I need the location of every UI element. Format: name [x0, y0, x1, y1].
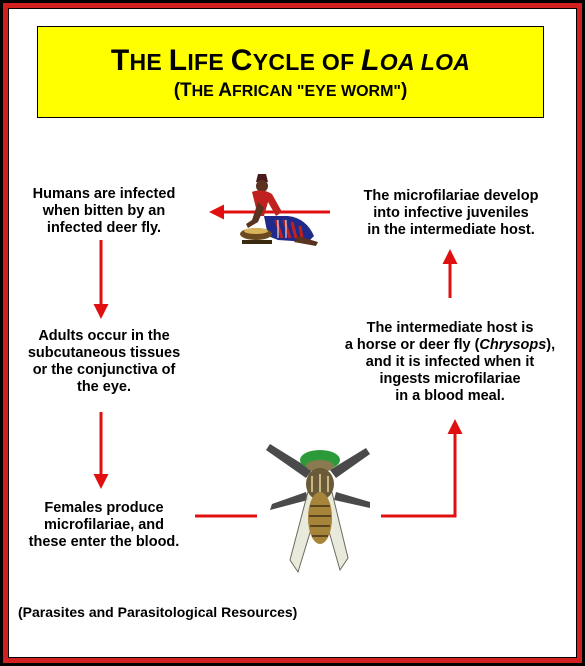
step-microfilariae-develop: The microfilariae develop into infective…	[340, 188, 562, 239]
subtitle-text: )	[400, 80, 408, 101]
step-line: when bitten by an	[42, 203, 166, 219]
step-text: a horse or deer fly (	[344, 337, 480, 353]
step-line: into infective juveniles	[373, 205, 529, 221]
step-line: or the conjunctiva of	[32, 362, 176, 378]
title-box: THE LIFE CYCLE OF LOA LOA (THE AFRICAN "…	[37, 26, 544, 118]
step-line: subcutaneous tissues	[27, 345, 181, 361]
arrow-fly-to-host	[381, 419, 463, 518]
step-text: ),	[546, 337, 556, 353]
step-humans-infected: Humans are infected when bitten by an in…	[18, 186, 190, 237]
step-line: The microfilariae develop	[363, 188, 539, 204]
subtitle-text: HE	[191, 83, 219, 100]
subtitle-text: T	[180, 80, 192, 101]
title-text: HE	[129, 49, 169, 75]
title-text: YCLE OF	[252, 49, 362, 75]
title-text: C	[230, 44, 253, 77]
step-line: in a blood meal.	[395, 388, 505, 404]
title-text: T	[110, 44, 130, 77]
subtitle-text: (	[173, 80, 181, 101]
step-line: Females produce	[44, 500, 164, 516]
step-text-italic: Chrysops	[479, 337, 547, 353]
step-line: Humans are infected	[32, 186, 176, 202]
title-text: IFE	[187, 49, 231, 75]
step-adults-occur: Adults occur in the subcutaneous tissues…	[14, 328, 194, 396]
subtitle-text: A	[218, 80, 233, 101]
step-intermediate-host: The intermediate host is a horse or deer…	[330, 320, 570, 405]
red-border	[3, 3, 582, 663]
step-line: The intermediate host is	[366, 320, 534, 336]
step-line: Adults occur in the	[38, 328, 170, 344]
inner-border	[8, 8, 577, 658]
title-subtitle: (THE AFRICAN "EYE WORM")	[38, 80, 543, 102]
source-credit: (Parasites and Parasitological Resources…	[18, 604, 298, 620]
step-line: these enter the blood.	[28, 534, 180, 550]
step-females-produce: Females produce microfilariae, and these…	[16, 500, 192, 551]
title-text: OA LOA	[379, 49, 471, 75]
step-line: a horse or deer fly (Chrysops),	[330, 337, 570, 354]
title-main: THE LIFE CYCLE OF LOA LOA	[38, 44, 543, 78]
subtitle-text: FRICAN "EYE WORM"	[232, 83, 401, 100]
deer-fly-icon	[266, 444, 370, 574]
title-text: L	[361, 44, 380, 77]
step-line: microfilariae, and	[43, 517, 165, 533]
step-line: and it is infected when it	[365, 354, 535, 370]
title-text: L	[168, 44, 188, 77]
step-line: ingests microfilariae	[379, 371, 521, 387]
step-line: in the intermediate host.	[367, 222, 535, 238]
step-line: infected deer fly.	[46, 220, 162, 236]
step-line: the eye.	[77, 379, 131, 395]
kneeling-person-icon	[240, 174, 318, 246]
